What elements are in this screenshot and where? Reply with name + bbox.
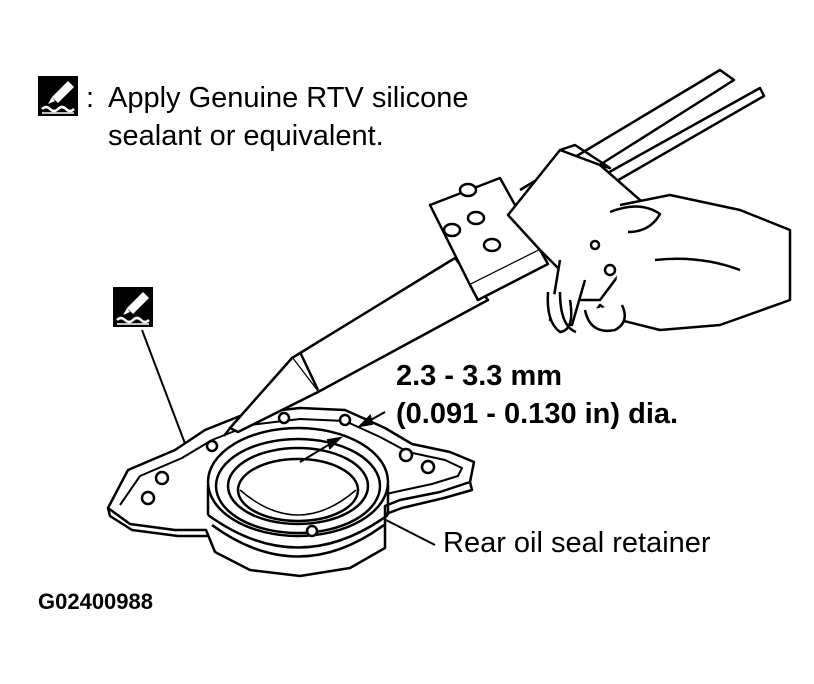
- rear-oil-seal-retainer: [106, 406, 476, 578]
- legend-colon: :: [86, 82, 95, 114]
- hand: [546, 193, 792, 334]
- bead-diameter-arrows: [299, 411, 386, 463]
- legend-line-1: Apply Genuine RTV silicone: [108, 82, 469, 114]
- sealant-gun: [223, 68, 766, 437]
- dimension-in: (0.091 - 0.130 in) dia.: [396, 398, 679, 430]
- rtv-sealant-callout-icon: [111, 285, 155, 329]
- sealant-leader-line: [141, 329, 193, 463]
- rtv-sealant-icon: [36, 74, 80, 118]
- figure-id: G02400988: [38, 589, 153, 614]
- legend-line-2: sealant or equivalent.: [108, 120, 384, 152]
- dimension-mm: 2.3 - 3.3 mm: [396, 360, 563, 392]
- part-label: Rear oil seal retainer: [443, 527, 711, 559]
- retainer-leader-line: [385, 519, 436, 546]
